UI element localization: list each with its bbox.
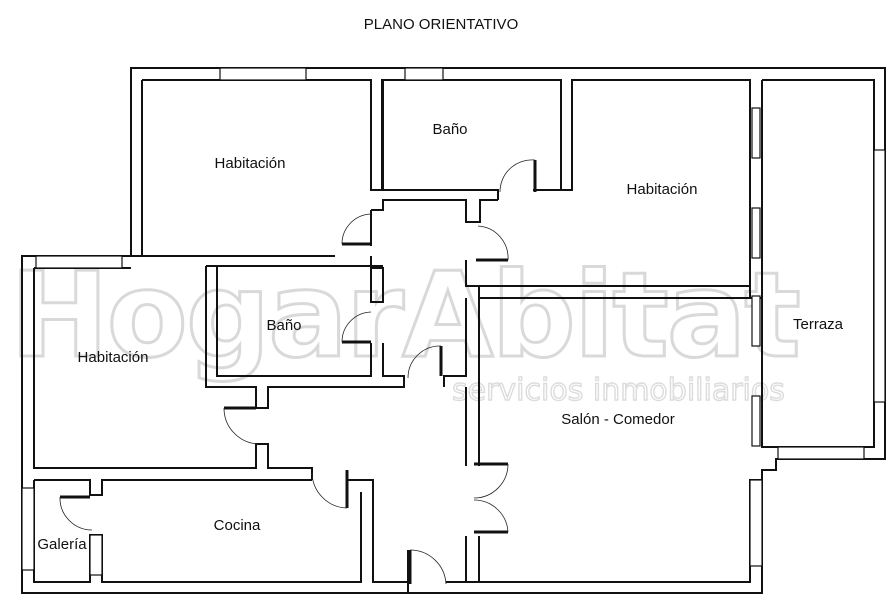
door-salon-upper xyxy=(473,462,509,499)
window-terraza-side xyxy=(873,149,886,403)
window-salon xyxy=(749,479,763,567)
door-terraza-3 xyxy=(751,295,761,347)
watermark-brand: HogarAbitat xyxy=(10,246,799,384)
door-bano-2 xyxy=(341,311,372,344)
door-galeria xyxy=(59,495,93,531)
room-labels: Habitación Baño Habitación Baño Habitaci… xyxy=(37,121,843,553)
window-terraza-bottom xyxy=(777,446,865,460)
windows xyxy=(21,67,886,576)
door-terraza-1 xyxy=(751,107,761,159)
door-terraza-2 xyxy=(751,207,761,259)
room-label-galeria: Galería xyxy=(37,536,87,553)
room-label-salon-comedor: Salón - Comedor xyxy=(561,411,674,428)
door-terraza-4 xyxy=(751,395,761,447)
room-label-bano-1: Baño xyxy=(432,121,467,138)
watermark: HogarAbitat servicios inmobiliarios xyxy=(9,245,803,409)
door-cocina xyxy=(311,470,349,509)
door-corridor xyxy=(407,345,443,379)
room-label-habitacion-2: Habitación xyxy=(627,181,698,198)
door-entrance xyxy=(408,549,447,585)
galeria-door-frame xyxy=(89,534,103,576)
door-habitacion-3 xyxy=(223,406,259,445)
window-habitacion-3 xyxy=(35,255,123,269)
plan-title: PLANO ORIENTATIVO xyxy=(364,16,518,33)
door-habitacion-1 xyxy=(341,213,372,246)
room-label-cocina: Cocina xyxy=(214,517,261,534)
room-label-habitacion-1: Habitación xyxy=(215,155,286,172)
door-habitacion-2 xyxy=(476,225,509,262)
window-galeria xyxy=(21,487,35,571)
room-label-habitacion-3: Habitación xyxy=(78,349,149,366)
door-bano-1 xyxy=(499,159,537,193)
watermark-tagline: servicios inmobiliarios xyxy=(452,373,785,408)
door-salon-lower xyxy=(473,499,509,534)
room-label-bano-2: Baño xyxy=(266,317,301,334)
doors xyxy=(59,159,537,585)
room-label-terraza: Terraza xyxy=(793,316,844,333)
window-habitacion-1 xyxy=(219,67,307,81)
window-bano-1 xyxy=(404,67,444,81)
